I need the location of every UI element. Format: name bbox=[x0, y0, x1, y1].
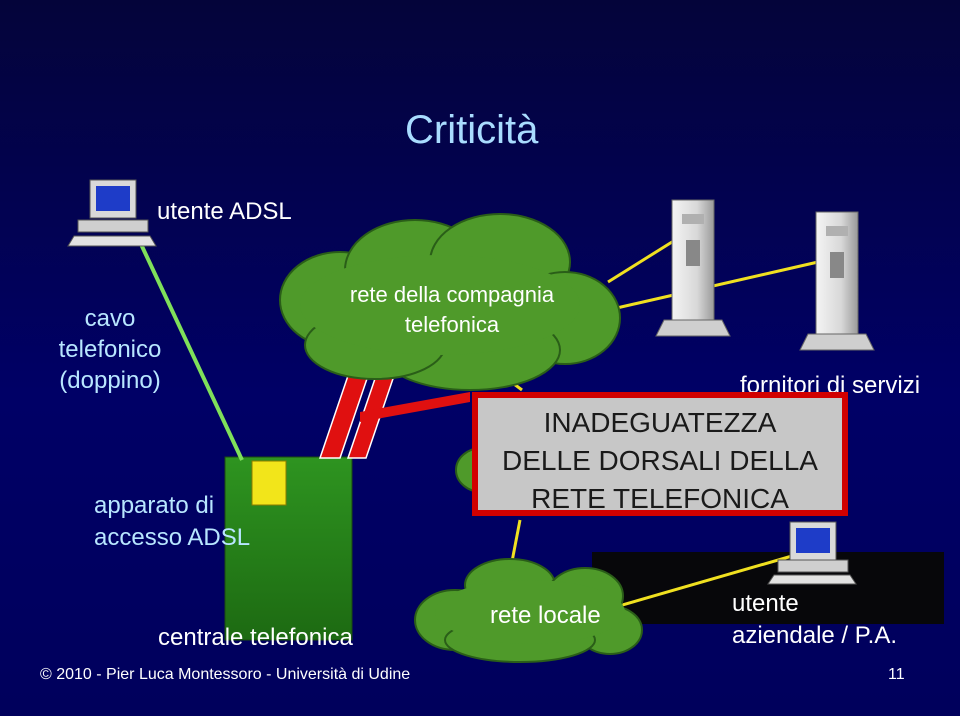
warning-callout: INADEGUATEZZA DELLE DORSALI DELLA RETE T… bbox=[472, 392, 848, 516]
adsl-user-label: utente ADSL bbox=[157, 198, 292, 225]
callout-line: DELLE DORSALI DELLA bbox=[502, 445, 818, 476]
enterprise-user-label-line: utente bbox=[732, 590, 799, 617]
central-office-label: centrale telefonica bbox=[158, 624, 353, 651]
backbone-lines bbox=[318, 363, 470, 459]
central-office-building bbox=[224, 456, 353, 641]
server-icon bbox=[655, 199, 731, 337]
enterprise-user-label: utente aziendale / P.A. bbox=[732, 588, 952, 652]
access-device-label-line: apparato di bbox=[94, 492, 215, 519]
phone-cable bbox=[138, 241, 244, 461]
local-network-label: rete locale bbox=[490, 602, 601, 629]
telco-network-cloud bbox=[279, 213, 621, 391]
callout-line: INADEGUATEZZA bbox=[543, 407, 777, 438]
callout-line: RETE TELEFONICA bbox=[531, 483, 789, 514]
slide-title: Criticità bbox=[405, 108, 539, 152]
server-icon bbox=[799, 211, 875, 351]
enterprise-user-label-line: aziendale / P.A. bbox=[732, 622, 898, 649]
phone-cable-label-line: cavo bbox=[84, 305, 136, 332]
phone-cable-label: cavo telefonico (doppino) bbox=[50, 303, 170, 396]
pc-icon bbox=[767, 521, 857, 585]
footer-copyright: © 2010 - Pier Luca Montessoro - Universi… bbox=[40, 666, 411, 683]
access-device-label-line: accesso ADSL bbox=[94, 524, 251, 551]
pc-icon bbox=[67, 179, 157, 247]
phone-cable-label-line: telefonico bbox=[58, 336, 162, 363]
phone-cable-label-line: (doppino) bbox=[59, 367, 161, 394]
local-network-cloud bbox=[414, 558, 643, 663]
telco-network-label-line: telefonica bbox=[404, 312, 500, 337]
telco-network-label-line: rete della compagnia bbox=[349, 282, 555, 307]
access-device-label: apparato di accesso ADSL bbox=[94, 490, 294, 554]
page-number: 11 bbox=[888, 666, 905, 683]
adsl-access-device bbox=[251, 460, 287, 506]
telco-network-label: rete della compagnia telefonica bbox=[322, 280, 582, 340]
